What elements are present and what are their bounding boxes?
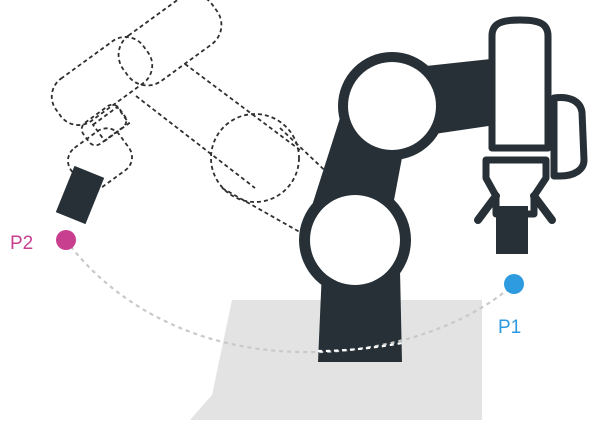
shoulder-joint [310,195,400,285]
side-module [554,98,584,176]
point-p1-marker [504,274,524,294]
gripped-object [496,206,528,254]
point-p1-label: P1 [498,317,521,338]
ghost-gripper-tool [56,166,104,224]
robot-wrist [492,20,548,148]
elbow-joint [348,62,436,150]
point-p2-label: P2 [10,233,33,254]
point-p2-marker [56,230,76,250]
